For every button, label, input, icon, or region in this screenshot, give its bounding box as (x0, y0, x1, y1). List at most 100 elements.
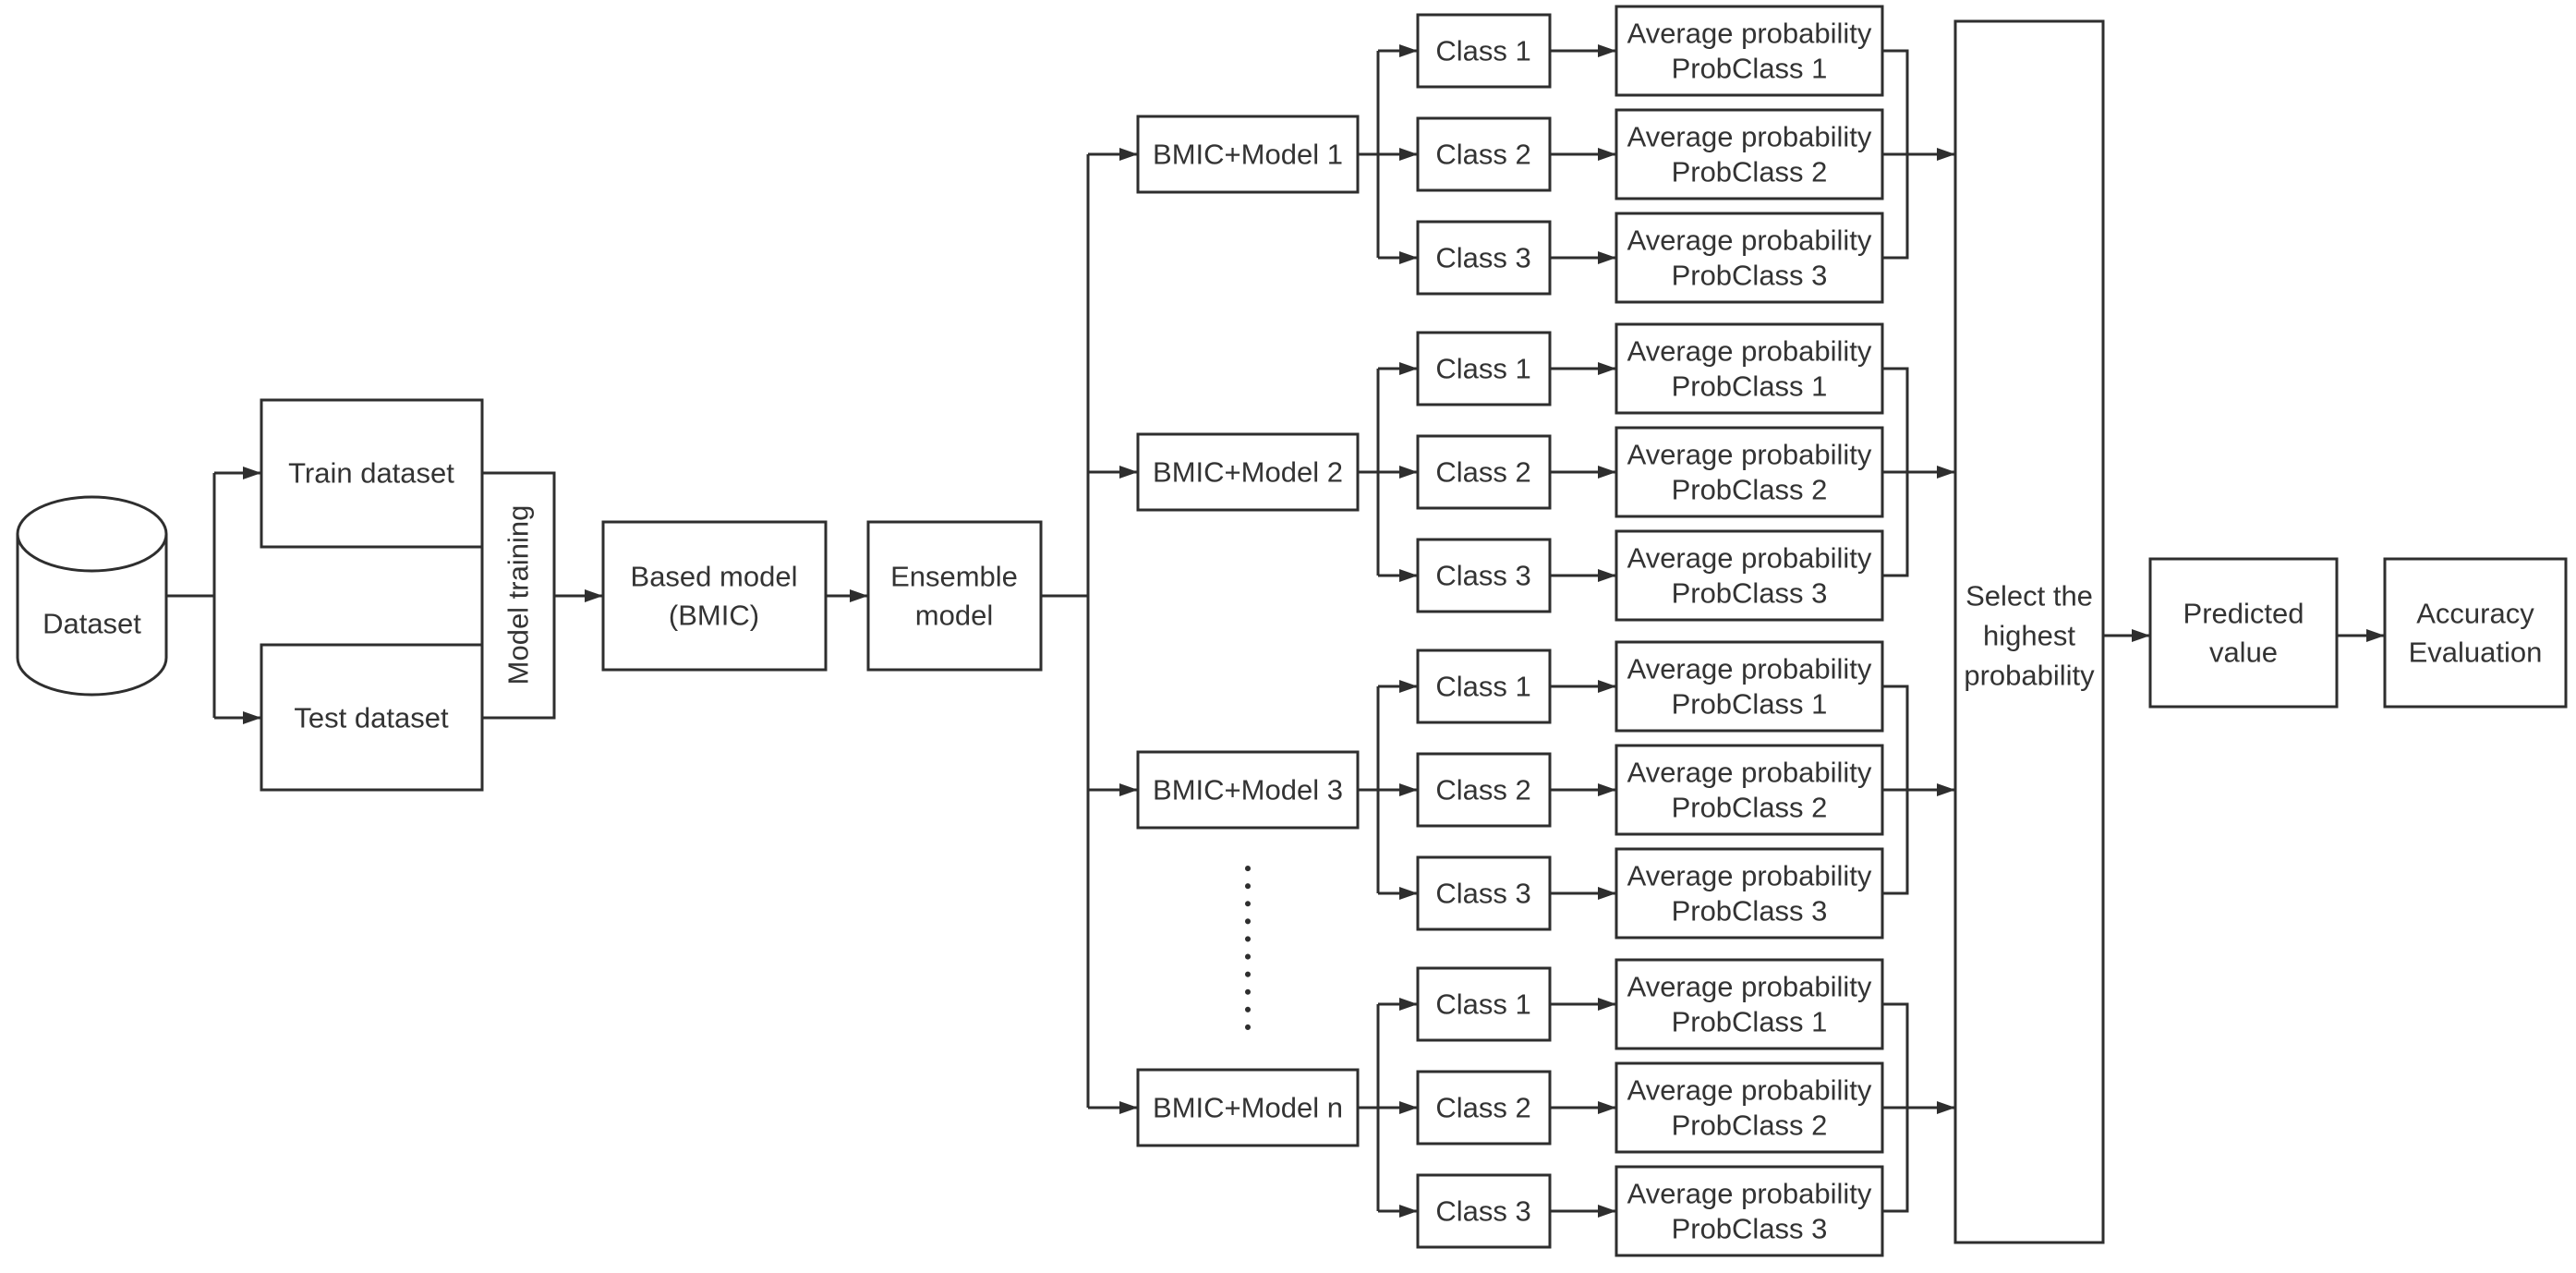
prob-label-line1: Average probability (1627, 121, 1872, 153)
prob-label-line2: ProbClass 2 (1672, 474, 1828, 506)
bmic-model-box (1136, 1068, 1360, 1147)
dataset-label: Dataset (42, 608, 141, 640)
select-highest-label-line2: highest (1983, 620, 2075, 652)
train-dataset-box (260, 398, 484, 549)
prob-label-line2: ProbClass 2 (1672, 792, 1828, 824)
prob-label-line1: Average probability (1627, 18, 1872, 50)
predicted-value-label-line2: value (2209, 636, 2278, 669)
bmic-model-group-2: BMIC+Model 2 Class 1 Class 2 Class 3 Ave… (1088, 322, 1955, 622)
class-label: Class 3 (1435, 242, 1530, 274)
class-label: Class 3 (1435, 878, 1530, 910)
prob-label-line1: Average probability (1627, 1074, 1872, 1107)
prob-label-line1: Average probability (1627, 335, 1872, 368)
class-label: Class 2 (1435, 456, 1530, 489)
prob-label-line1: Average probability (1627, 542, 1872, 575)
prob-box (1615, 744, 1884, 836)
prob-label-line1: Average probability (1627, 860, 1872, 892)
class-label: Class 2 (1435, 1092, 1530, 1124)
based-model-node: Based model (BMIC) (601, 520, 828, 672)
prob-label-line1: Average probability (1627, 757, 1872, 789)
accuracy-evaluation-box (2383, 557, 2568, 709)
select-highest-node: Select the highest probability (1953, 19, 2105, 1244)
based-model-label-line2: (BMIC) (669, 600, 759, 632)
train-dataset-label: Train dataset (288, 457, 454, 490)
prob-label-line1: Average probability (1627, 971, 1872, 1003)
prob-label-line1: Average probability (1627, 653, 1872, 685)
class-box (1416, 855, 1552, 931)
class-label: Class 1 (1435, 988, 1530, 1021)
connector-merge (1882, 49, 1909, 260)
prob-box (1615, 426, 1884, 518)
ensemble-model-node: Ensemble model (866, 520, 1043, 672)
cylinder-top (16, 495, 168, 573)
class-label: Class 3 (1435, 560, 1530, 592)
based-model-label-line1: Based model (631, 561, 798, 593)
prob-label-line2: ProbClass 3 (1672, 1213, 1828, 1245)
ensemble-model-box (866, 520, 1043, 672)
predicted-value-node: Predicted value (2148, 557, 2339, 709)
class-box (1416, 649, 1552, 724)
prob-label-line2: ProbClass 1 (1672, 370, 1828, 403)
bmic-model-label: BMIC+Model n (1153, 1092, 1343, 1124)
predicted-value-box (2148, 557, 2339, 709)
select-highest-label-line1: Select the (1965, 580, 2093, 612)
prob-label-line2: ProbClass 1 (1672, 1006, 1828, 1038)
select-highest-label-line3: probability (1964, 660, 2095, 692)
class-label: Class 2 (1435, 774, 1530, 806)
ensemble-model-label-line1: Ensemble (890, 561, 1018, 593)
select-highest-box (1953, 19, 2105, 1244)
class-label: Class 2 (1435, 139, 1530, 171)
bmic-model-label: BMIC+Model 1 (1153, 139, 1343, 171)
prob-label-line2: ProbClass 1 (1672, 53, 1828, 85)
model-training-node: Model training (480, 471, 556, 720)
bmic-model-group-1: BMIC+Model 1 Class 1 Class 2 Class 3 Ave… (1088, 5, 1955, 304)
bmic-model-box (1136, 432, 1360, 512)
prob-box (1615, 529, 1884, 622)
test-dataset-node: Test dataset (260, 643, 484, 792)
train-dataset-node: Train dataset (260, 398, 484, 549)
connector-merge (1882, 685, 1909, 895)
prob-label-line2: ProbClass 3 (1672, 577, 1828, 610)
model-training-box (480, 471, 556, 720)
bmic-model-box (1136, 750, 1360, 830)
prob-box (1615, 958, 1884, 1050)
class-label: Class 3 (1435, 1195, 1530, 1228)
ensemble-model-label-line2: model (915, 600, 993, 632)
prob-label-line2: ProbClass 2 (1672, 1109, 1828, 1142)
class-label: Class 1 (1435, 353, 1530, 385)
class-box (1416, 538, 1552, 613)
prob-label-line1: Average probability (1627, 1178, 1872, 1210)
prob-label-line2: ProbClass 2 (1672, 156, 1828, 188)
class-box (1416, 116, 1552, 192)
prob-label-line2: ProbClass 1 (1672, 688, 1828, 721)
cylinder-body (16, 534, 168, 697)
prob-label-line2: ProbClass 3 (1672, 260, 1828, 292)
prob-box (1615, 1061, 1884, 1154)
accuracy-evaluation-node: Accuracy Evaluation (2383, 557, 2568, 709)
predicted-value-label-line1: Predicted (2183, 598, 2304, 630)
class-box (1416, 220, 1552, 296)
class-label: Class 1 (1435, 35, 1530, 67)
dataset-cylinder: Dataset (16, 495, 168, 697)
bmic-model-box (1136, 115, 1360, 194)
connector-merge (1882, 367, 1909, 577)
prob-box (1615, 847, 1884, 940)
bmic-model-label: BMIC+Model 3 (1153, 774, 1343, 806)
accuracy-evaluation-label-line1: Accuracy (2416, 598, 2534, 630)
connector-merge (1882, 1002, 1909, 1213)
class-box (1416, 434, 1552, 510)
prob-label-line2: ProbClass 3 (1672, 895, 1828, 927)
prob-label-line1: Average probability (1627, 224, 1872, 257)
class-label: Class 1 (1435, 671, 1530, 703)
prob-label-line1: Average probability (1627, 439, 1872, 471)
prob-box (1615, 322, 1884, 415)
bmic-model-label: BMIC+Model 2 (1153, 456, 1343, 489)
prob-box (1615, 5, 1884, 97)
test-dataset-label: Test dataset (294, 702, 449, 734)
prob-box (1615, 640, 1884, 733)
accuracy-evaluation-label-line2: Evaluation (2409, 636, 2543, 669)
model-training-label: Model training (502, 505, 535, 685)
connector (166, 473, 216, 718)
